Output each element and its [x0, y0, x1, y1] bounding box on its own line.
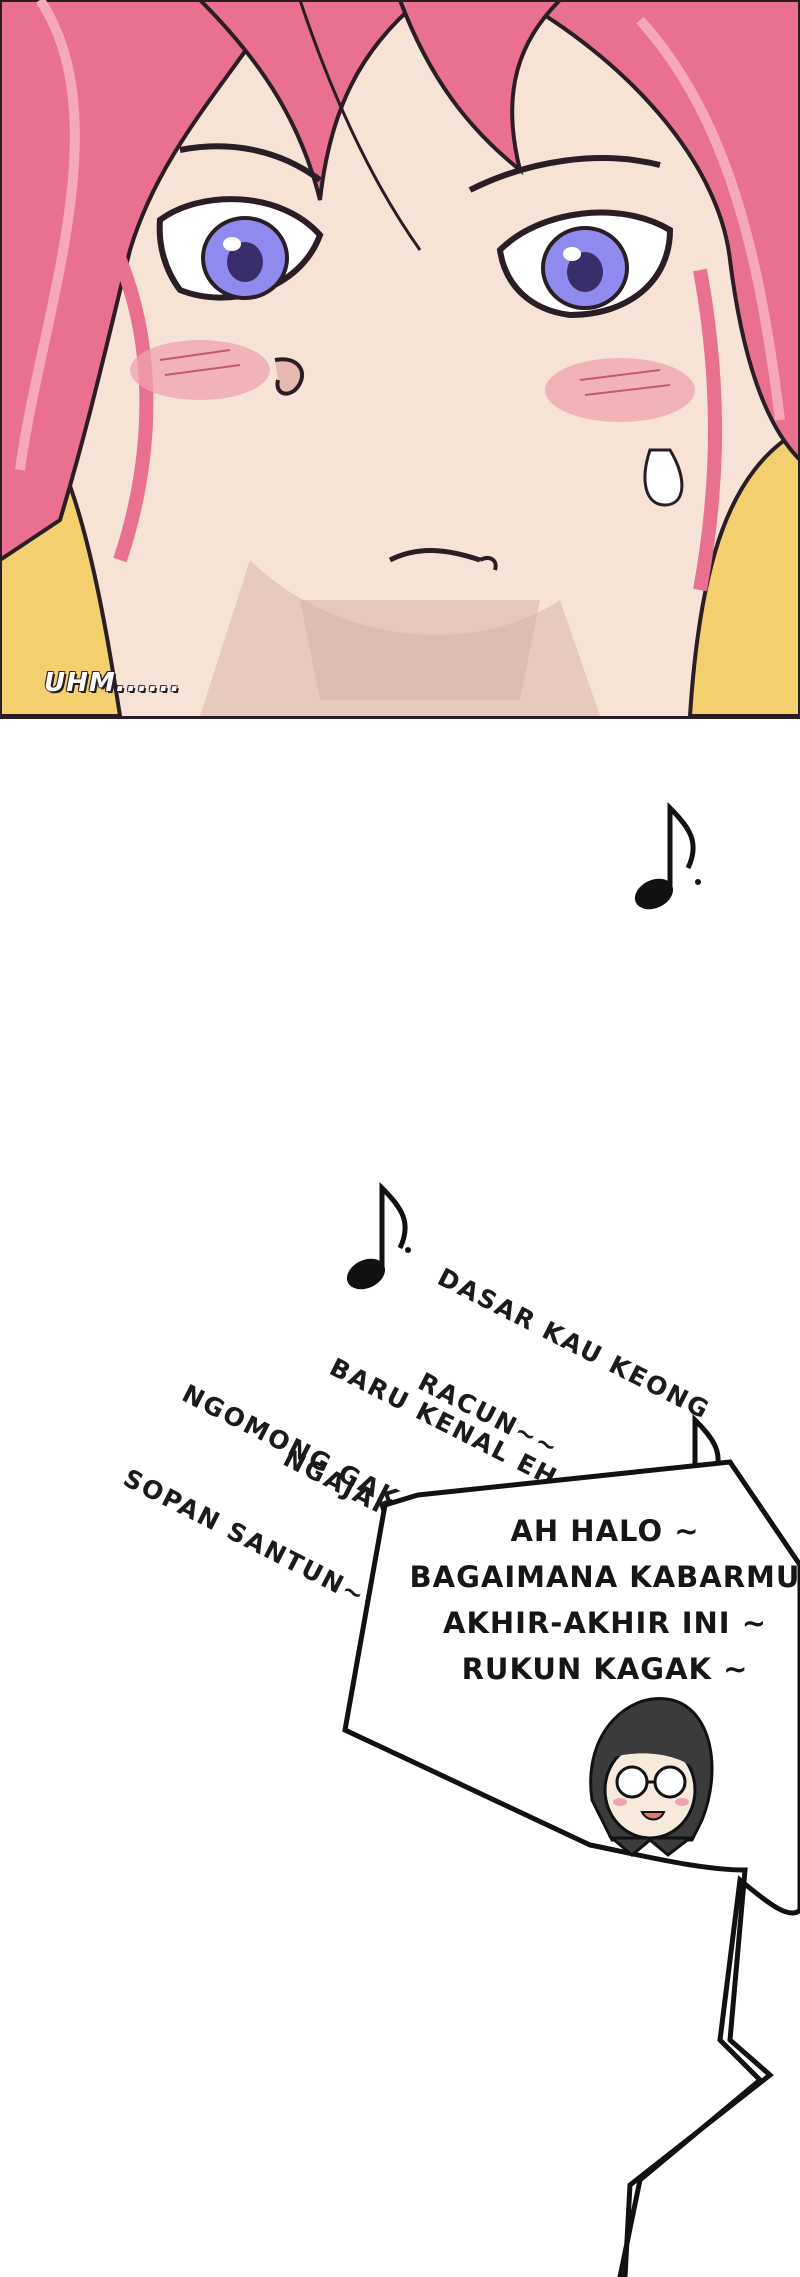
bubble-line: RUKUN KAGAK ~: [461, 1652, 749, 1686]
speech-bubble-text: AH HALO ~ BAGAIMANA KABARMU AKHIR-AKHIR …: [395, 1508, 800, 1692]
speech-bubble: [342, 1459, 800, 2277]
music-note-icon: [342, 1178, 422, 1298]
pink-hair-character-face: [0, 0, 800, 716]
music-note-icon: [630, 798, 710, 918]
close-up-panel: UHM......: [0, 0, 800, 719]
bubble-line: BAGAIMANA KABARMU: [409, 1560, 800, 1594]
chibi-glasses-character-icon: [572, 1690, 722, 1870]
bubble-line: AKHIR-AKHIR INI ~: [443, 1606, 767, 1640]
bubble-line: AH HALO ~: [510, 1514, 700, 1548]
uhm-sound-effect: UHM......: [43, 667, 182, 699]
